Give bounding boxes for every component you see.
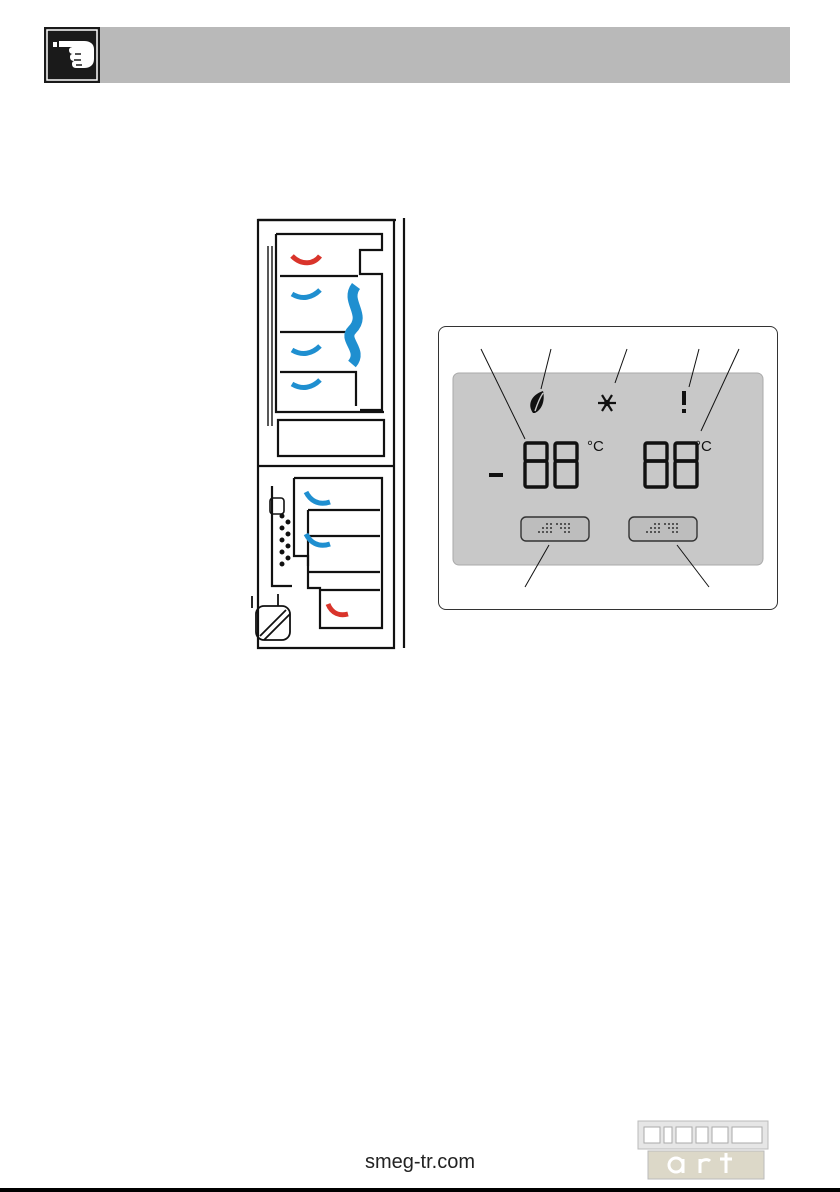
svg-text:°C: °C — [587, 438, 604, 455]
left-temperature-display: °C °C — [439, 327, 779, 611]
svg-text:°C: °C — [695, 438, 712, 455]
control-panel: °C °C — [438, 326, 778, 610]
left-adjust-button — [521, 517, 589, 541]
fridge-airflow-diagram — [248, 216, 408, 652]
pointing-hand-icon — [44, 27, 100, 83]
page-bottom-edge — [0, 1186, 840, 1192]
header-bar — [44, 27, 790, 83]
right-adjust-button — [629, 517, 697, 541]
sistem-art-logo — [636, 1119, 770, 1181]
